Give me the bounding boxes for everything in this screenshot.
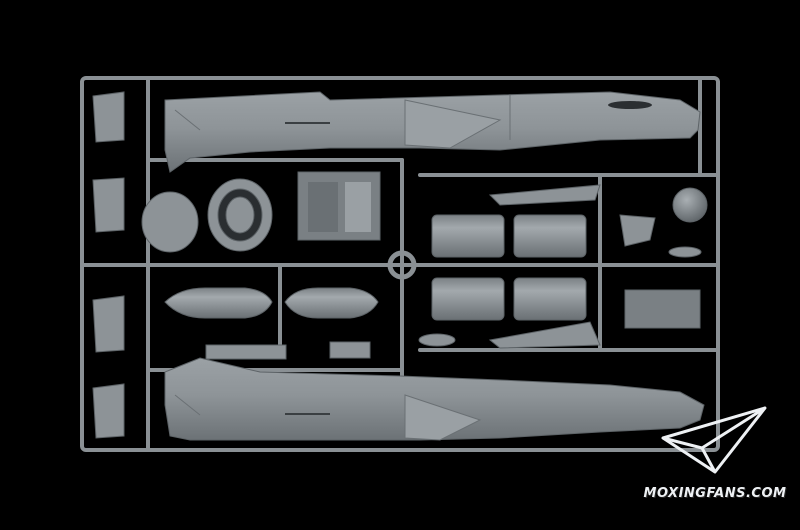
watermark-text: MOXINGFANS.COM	[643, 486, 787, 501]
sprue-frame	[80, 76, 720, 452]
fuselage-half-upper	[164, 91, 701, 173]
paper-plane-logo	[661, 406, 767, 474]
intake-cylinders	[431, 214, 587, 321]
fuselage-half-lower	[164, 357, 705, 441]
small-parts	[205, 184, 708, 360]
round-bulkheads	[141, 178, 273, 253]
landing-gear-doors	[92, 91, 125, 439]
cockpit-tub	[297, 171, 381, 241]
sprue-hub	[387, 250, 417, 280]
drop-tanks	[164, 287, 379, 319]
